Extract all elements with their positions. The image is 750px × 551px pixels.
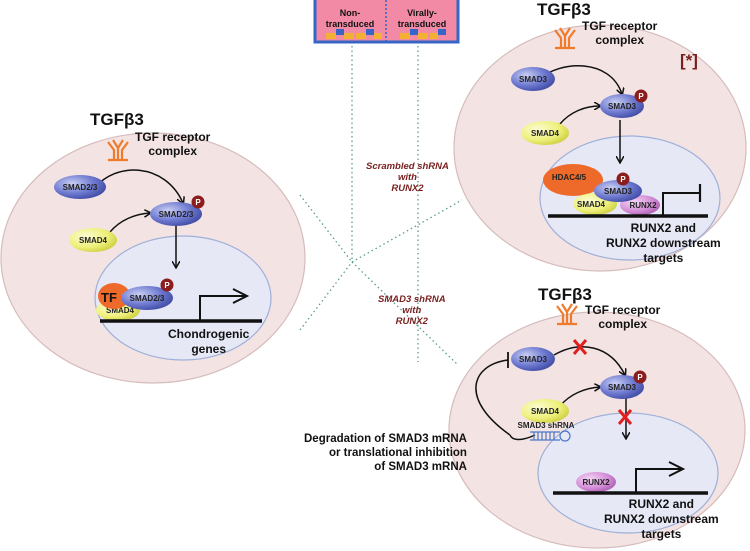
- condition-bottom-line1: SMAD3 shRNA: [378, 294, 446, 305]
- bottom-smad3-p-label: SMAD3: [608, 383, 637, 392]
- inhibition-curve: [475, 359, 511, 436]
- well-right-label-2: transduced: [398, 19, 447, 29]
- bottom-gene-label: RUNX2 and RUNX2 downstream targets: [604, 497, 719, 542]
- degradation-line2: or translational inhibition: [328, 447, 467, 459]
- star-marker: [*]: [680, 51, 698, 70]
- bottom-cell: SMAD3 SMAD3 P SMAD4 SMAD3 shRNA RUNX2: [448, 303, 746, 549]
- phospho-label-5: P: [637, 373, 643, 382]
- culture-well: Non- transduced Virally- transduced: [313, 0, 460, 44]
- bottom-gene-line2: RUNX2 downstream: [604, 512, 719, 526]
- degradation-label: Degradation of SMAD3 mRNA or translation…: [304, 432, 467, 474]
- left-receptor-line1: TGF receptor: [135, 130, 211, 144]
- left-cell: SMAD2/3 SMAD2/3 P SMAD4 SMAD4 TF SMAD2/3…: [0, 132, 306, 384]
- well-left-label-2: transduced: [326, 19, 375, 29]
- bottom-receptor-line2: complex: [598, 317, 648, 331]
- tgf-receptor-icon-3: [556, 303, 578, 326]
- smad23-nuc-label: SMAD2/3: [130, 294, 165, 303]
- tgf-receptor-icon-2: [554, 27, 576, 50]
- top-gene-line2: RUNX2 downstream: [606, 236, 721, 250]
- bottom-receptor-label: TGF receptor complex: [585, 303, 660, 331]
- condition-bottom-line3: RUNX2: [395, 316, 428, 327]
- phospho-label: P: [195, 198, 201, 207]
- smad23-protein: [54, 175, 106, 199]
- bottom-gene-line1: RUNX2 and: [628, 497, 695, 511]
- condition-top-line1: Scrambled shRNA: [366, 161, 449, 172]
- bottom-runx2-label: RUNX2: [582, 478, 610, 487]
- top-gene-line3: targets: [643, 251, 684, 265]
- smad23-p-label: SMAD2/3: [159, 210, 194, 219]
- top-smad3-nuc-label: SMAD3: [604, 187, 633, 196]
- shrna-label: SMAD3 shRNA: [518, 421, 575, 430]
- shrna-hairpin-icon: [530, 430, 571, 442]
- left-gene-line1: Chondrogenic: [168, 327, 250, 341]
- condition-top-line3: RUNX2: [391, 183, 424, 194]
- top-smad4-nuc-label: SMAD4: [577, 200, 606, 209]
- top-runx2-nuc-label: RUNX2: [629, 201, 657, 210]
- left-ligand-label: TGFβ3: [90, 110, 144, 129]
- well-left-label-1: Non-: [340, 8, 361, 18]
- top-ligand-label: TGFβ3: [537, 0, 591, 19]
- smad23-p-protein: [150, 202, 202, 226]
- left-receptor-label: TGF receptor complex: [135, 130, 210, 158]
- top-gene-line1: RUNX2 and: [630, 221, 697, 235]
- smad4-label: SMAD4: [79, 236, 108, 245]
- bottom-receptor-line1: TGF receptor: [585, 303, 661, 317]
- hdac-label: HDAC4/5: [552, 173, 587, 182]
- block-x-icon-2: [617, 409, 633, 425]
- phospho-label-3: P: [638, 92, 644, 101]
- smad4-protein: [69, 228, 117, 252]
- tgf-receptor-icon: [107, 139, 129, 162]
- phospho-label-2: P: [164, 281, 170, 290]
- smad4-nuc-label: SMAD4: [106, 306, 135, 315]
- phospho-marker: [191, 195, 205, 209]
- left-gene-line2: genes: [191, 342, 226, 356]
- top-gene-label: RUNX2 and RUNX2 downstream targets: [606, 221, 721, 266]
- condition-top-line2: with: [397, 172, 417, 183]
- phospho-label-4: P: [620, 175, 626, 184]
- condition-top: Scrambled shRNA with RUNX2: [366, 161, 449, 194]
- transcription-arrow: [199, 288, 250, 321]
- tf-protein: [98, 283, 130, 309]
- top-smad3-p-label: SMAD3: [608, 102, 637, 111]
- top-smad3-label: SMAD3: [519, 75, 548, 84]
- bottom-smad4-label: SMAD4: [531, 407, 560, 416]
- top-smad4-label: SMAD4: [531, 129, 560, 138]
- tf-label: TF: [101, 290, 117, 305]
- top-cell: SMAD3 SMAD3 P SMAD4 HDAC4/5 SMAD4 RUNX2 …: [453, 24, 747, 272]
- condition-bottom-line2: with: [402, 305, 422, 316]
- repression-bar: [662, 192, 700, 216]
- degradation-line3: of SMAD3 mRNA: [374, 461, 467, 473]
- bottom-ligand-label: TGFβ3: [538, 285, 592, 304]
- condition-bottom: SMAD3 shRNA with RUNX2: [378, 294, 446, 327]
- top-receptor-line1: TGF receptor: [582, 19, 658, 33]
- top-receptor-line2: complex: [595, 33, 645, 47]
- smad23-label: SMAD2/3: [63, 183, 98, 192]
- top-receptor-label: TGF receptor complex: [582, 19, 657, 47]
- bottom-smad3-label: SMAD3: [519, 355, 548, 364]
- degradation-line1: Degradation of SMAD3 mRNA: [304, 433, 467, 445]
- dotted-connectors: [299, 46, 463, 366]
- left-receptor-line2: complex: [148, 144, 198, 158]
- left-gene-label: Chondrogenic genes: [168, 327, 249, 357]
- bottom-gene-line3: targets: [641, 527, 682, 541]
- well-right-label-1: Virally-: [407, 8, 437, 18]
- block-x-icon: [572, 339, 588, 355]
